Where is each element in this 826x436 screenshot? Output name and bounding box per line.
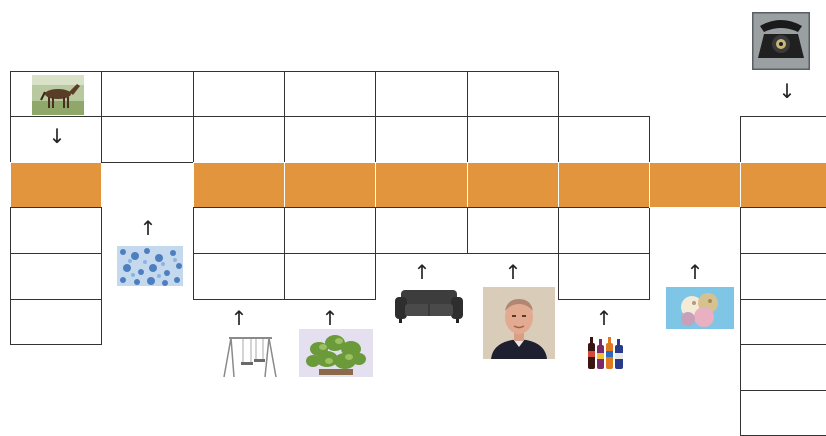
- grid-cell[interactable]: [740, 116, 826, 163]
- grid-cell[interactable]: [101, 71, 194, 117]
- highlight-cell[interactable]: [10, 162, 102, 208]
- highlight-cell[interactable]: [284, 162, 376, 208]
- arrow-down-icon: ↓: [778, 79, 796, 103]
- grid-cell[interactable]: [193, 71, 285, 117]
- arrow-up-icon: ↑: [321, 306, 339, 330]
- grid-cell[interactable]: [558, 253, 650, 300]
- grid-cell[interactable]: [284, 71, 376, 117]
- arrow-up-icon: ↑: [686, 260, 704, 284]
- grid-cell[interactable]: [558, 207, 650, 254]
- grid-cell[interactable]: [10, 253, 102, 300]
- grid-cell[interactable]: [740, 344, 826, 391]
- swing-set-photo: [221, 333, 278, 378]
- highlight-cell[interactable]: [649, 162, 741, 208]
- grid-cell[interactable]: [10, 207, 102, 254]
- highlight-cell[interactable]: [193, 162, 285, 208]
- highlight-cell[interactable]: [558, 162, 650, 208]
- grid-cell[interactable]: [375, 207, 468, 254]
- bottles-photo: [585, 333, 627, 371]
- man-portrait-photo: [483, 287, 555, 359]
- telephone-photo: [752, 12, 810, 70]
- arrow-up-icon: ↑: [413, 260, 431, 284]
- ice-cream-photo: [666, 287, 734, 329]
- grid-cell[interactable]: [740, 299, 826, 345]
- grid-cell[interactable]: [10, 299, 102, 345]
- grid-cell[interactable]: [740, 253, 826, 300]
- grid-cell[interactable]: [375, 71, 468, 117]
- arrow-down-icon: ↓: [48, 124, 66, 148]
- grid-cell[interactable]: [284, 116, 376, 163]
- arrow-up-icon: ↑: [230, 306, 248, 330]
- highlight-cell[interactable]: [740, 162, 826, 208]
- grid-cell[interactable]: [193, 253, 285, 300]
- horse-photo: [32, 75, 84, 115]
- grid-cell[interactable]: [467, 71, 559, 117]
- blue-pattern-photo: [117, 246, 183, 286]
- grid-cell[interactable]: [284, 253, 376, 300]
- grid-cell[interactable]: [467, 116, 559, 163]
- highlight-cell[interactable]: [467, 162, 559, 208]
- grid-cell[interactable]: [193, 207, 285, 254]
- grid-cell[interactable]: [284, 207, 376, 254]
- grid-cell[interactable]: [558, 116, 650, 163]
- grid-cell[interactable]: [740, 390, 826, 436]
- arrow-up-icon: ↑: [595, 306, 613, 330]
- arrow-up-icon: ↑: [139, 216, 157, 240]
- grid-cell[interactable]: [101, 116, 194, 163]
- grid-cell[interactable]: [375, 116, 468, 163]
- plant-photo: [299, 329, 373, 377]
- sofa-photo: [393, 287, 465, 324]
- grid-cell[interactable]: [740, 207, 826, 254]
- grid-cell[interactable]: [193, 116, 285, 163]
- highlight-cell[interactable]: [375, 162, 468, 208]
- arrow-up-icon: ↑: [504, 260, 522, 284]
- grid-cell[interactable]: [467, 207, 559, 254]
- grid-cell[interactable]: [10, 116, 102, 163]
